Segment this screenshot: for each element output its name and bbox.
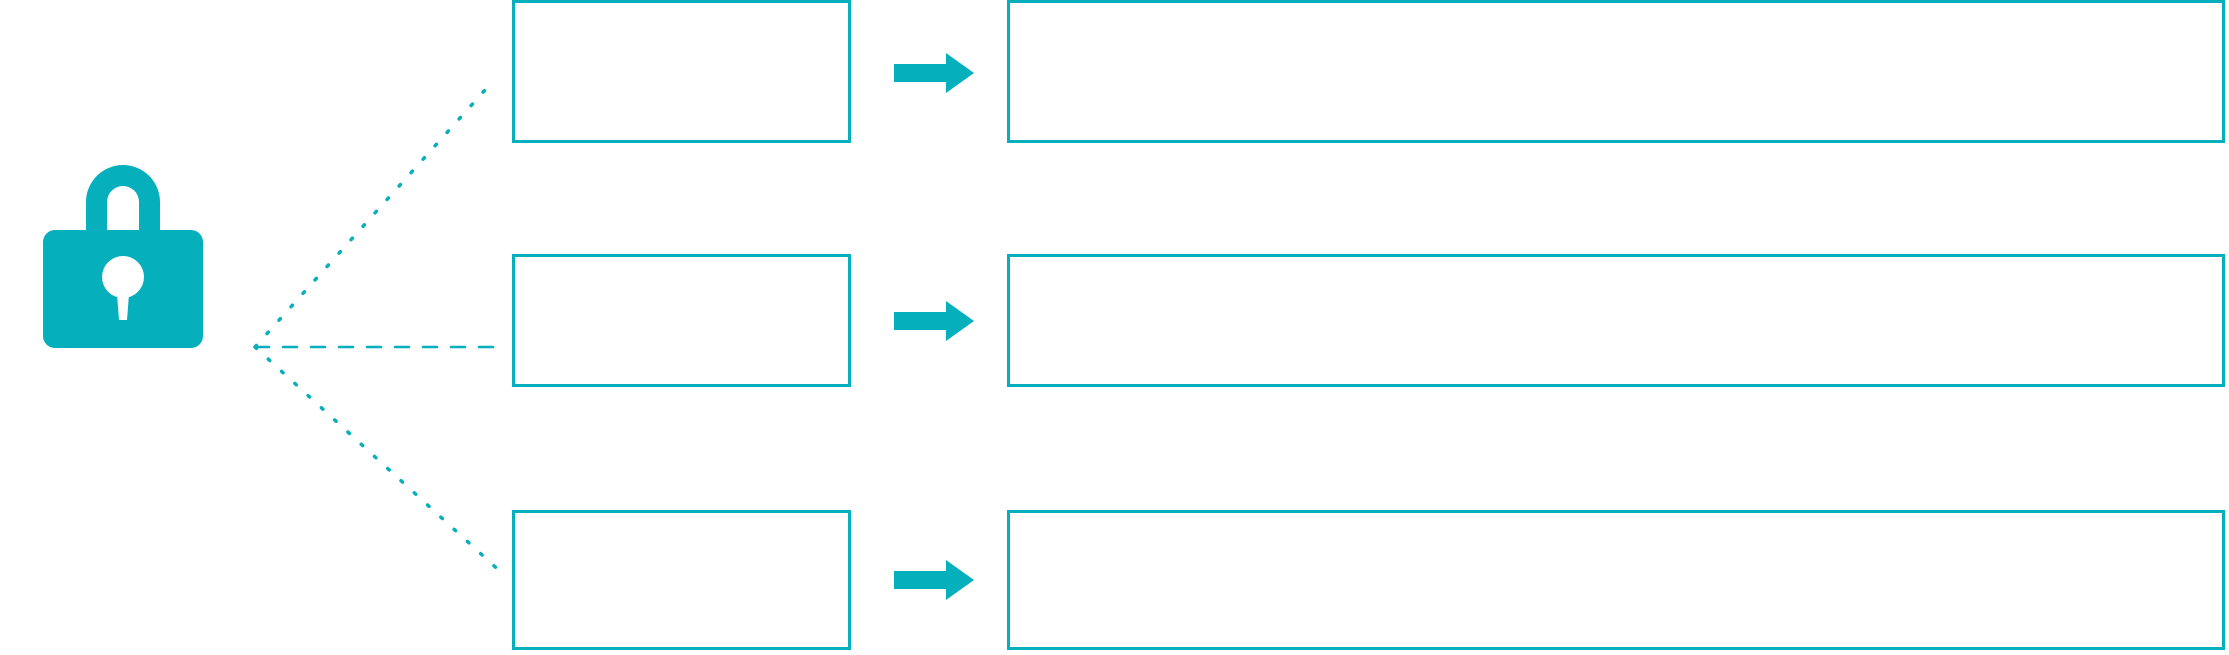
arrow-right-icon-1	[894, 51, 974, 95]
diagram-row	[0, 0, 2229, 143]
right-box-1[interactable]	[1007, 0, 2225, 143]
right-box-1-label	[1010, 3, 2222, 23]
right-box-2[interactable]	[1007, 254, 2225, 387]
right-box-3[interactable]	[1007, 510, 2225, 650]
diagram-row	[0, 510, 2229, 650]
lock-icon	[28, 150, 218, 350]
left-box-2-label	[515, 257, 848, 277]
left-box-1[interactable]	[512, 0, 851, 143]
arrow-right-icon-3	[894, 558, 974, 602]
left-box-3[interactable]	[512, 510, 851, 650]
right-box-2-label	[1010, 257, 2222, 277]
left-box-3-label	[515, 513, 848, 533]
arrow-right-icon-2	[894, 299, 974, 343]
left-box-2[interactable]	[512, 254, 851, 387]
left-box-1-label	[515, 3, 848, 23]
diagram-row	[0, 254, 2229, 387]
right-box-3-label	[1010, 513, 2222, 533]
